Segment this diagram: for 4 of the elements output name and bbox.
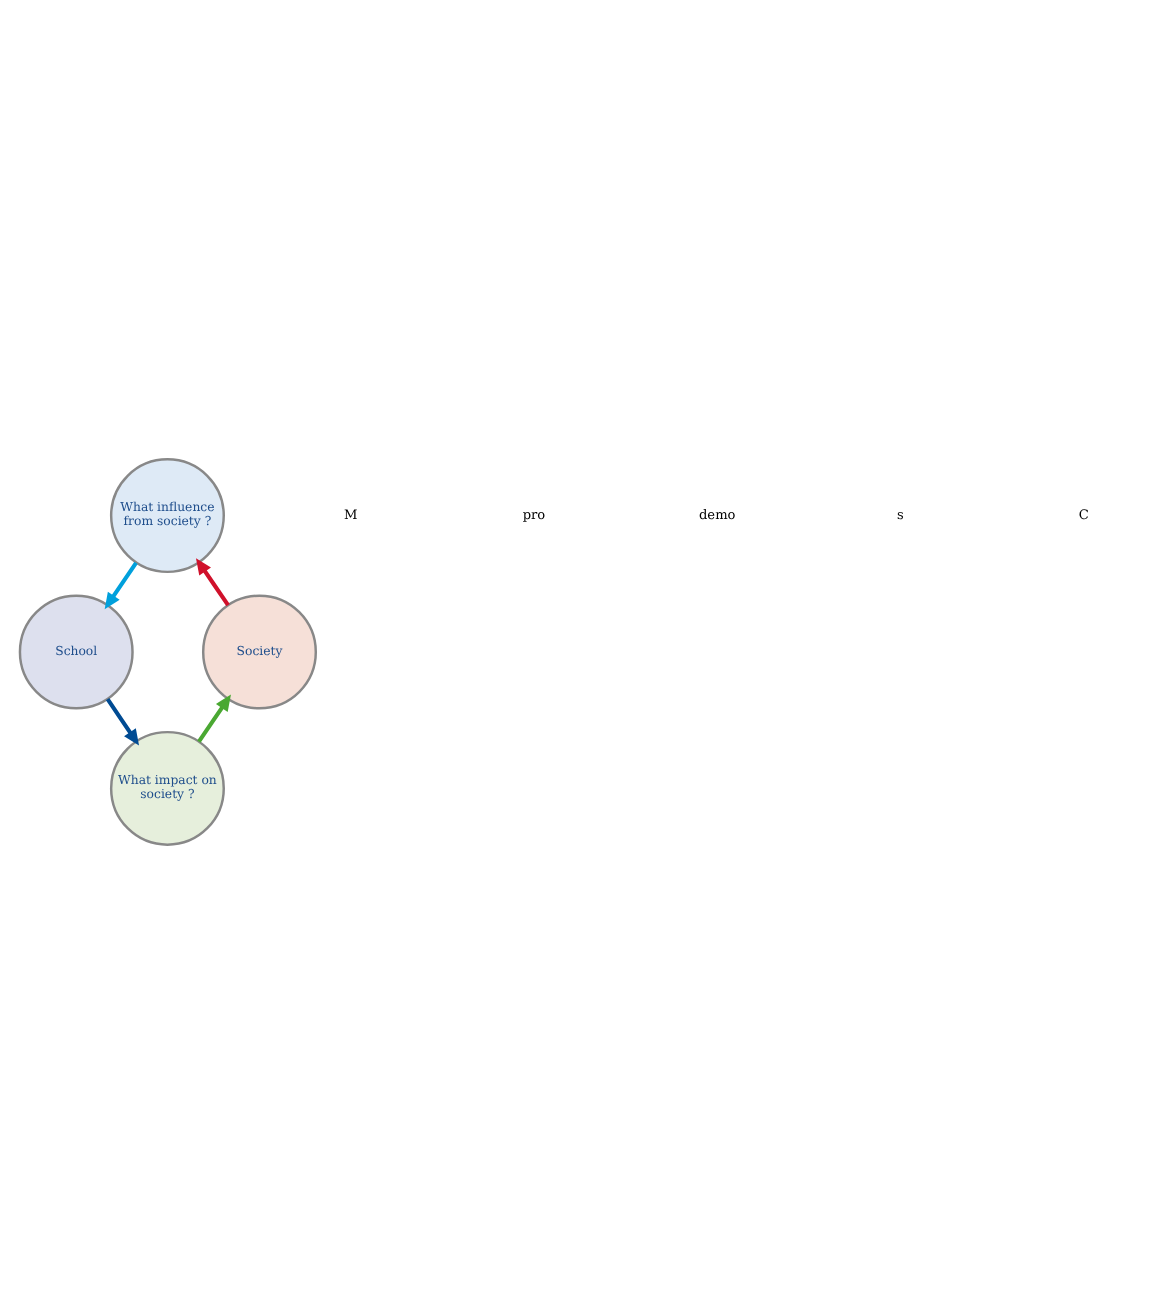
arrow: [104, 560, 138, 609]
arrow: [195, 557, 230, 606]
arrow: [105, 697, 140, 745]
arrow: [197, 693, 231, 742]
